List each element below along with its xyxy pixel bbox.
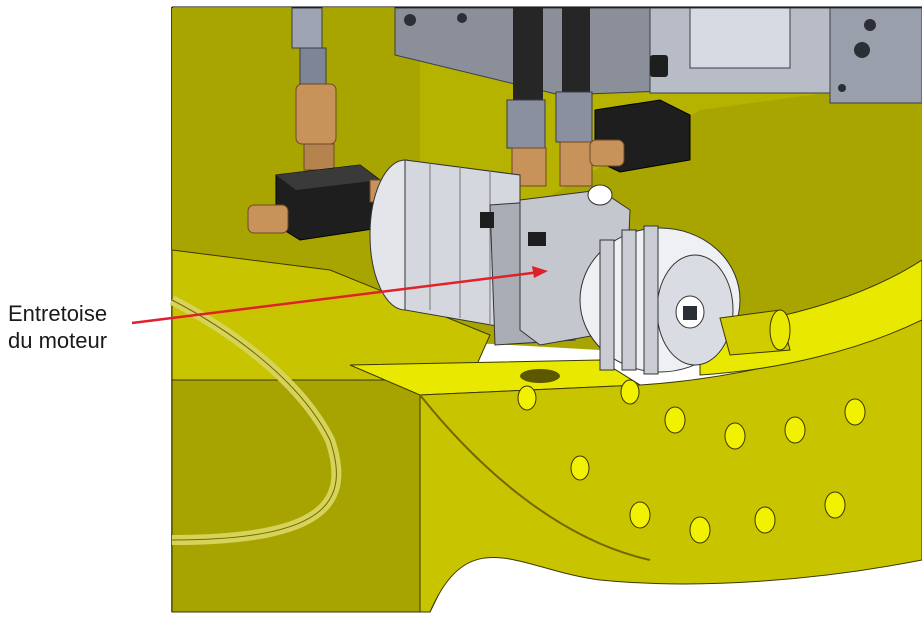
callout-line-2: du moteur (8, 328, 108, 353)
bolt-hole-icon (404, 14, 416, 26)
bolt-hole-icon (629, 501, 651, 529)
bolt-hole-icon (620, 379, 640, 405)
callout-line-1: Entretoise (8, 301, 108, 326)
bolt-hole-icon (754, 506, 776, 534)
brass-fitting (295, 83, 337, 145)
bolt-hole-icon (664, 406, 686, 434)
callout-leader-line (131, 270, 541, 325)
hose-icon (513, 8, 543, 108)
fitting-icon (291, 7, 323, 49)
plate-hole (520, 369, 560, 383)
bolt-hole-icon (517, 385, 537, 411)
bolt-hole-icon (784, 416, 806, 444)
bolt-hole-icon (838, 84, 846, 92)
bolt-hole-icon (844, 398, 866, 426)
bolt-hole-icon (457, 13, 467, 23)
bolt-hole-icon (864, 19, 876, 31)
ring-bolt-holes (517, 379, 866, 544)
hose-icon (562, 8, 590, 98)
brass-fitting (247, 204, 289, 234)
bolt-hole-icon (570, 455, 590, 481)
callout-arrowhead (532, 266, 548, 278)
bolt-hole-icon (689, 516, 711, 544)
bolt-hole-icon (854, 42, 870, 58)
bolt-hole-icon (824, 491, 846, 519)
bolt-hole-icon (724, 422, 746, 450)
callout-label: Entretoise du moteur (8, 300, 107, 354)
sprocket-icon (579, 225, 741, 375)
